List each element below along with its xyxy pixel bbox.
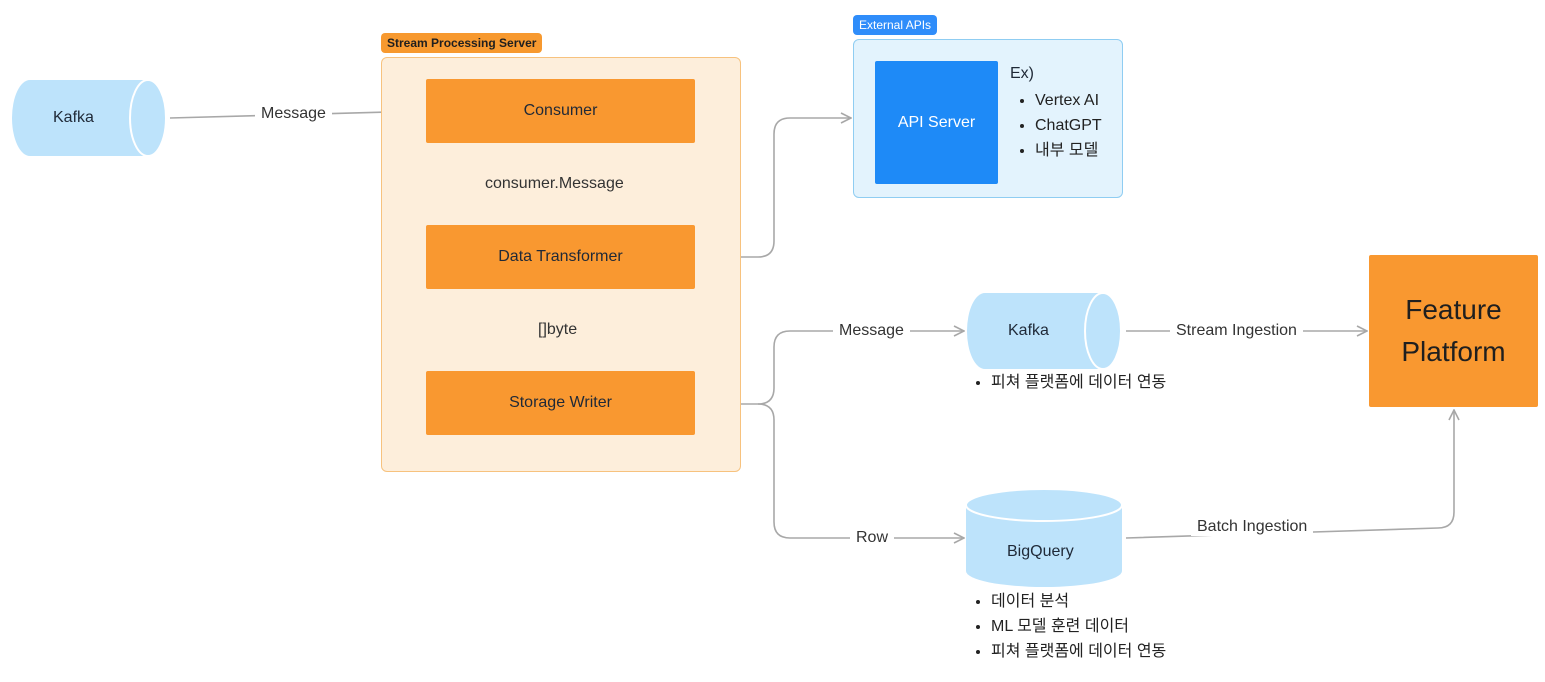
- data-transformer-label: Data Transformer: [498, 248, 623, 265]
- api-example-item: ChatGPT: [1035, 113, 1102, 138]
- bigquery-notes: 데이터 분석 ML 모델 훈련 데이터 피쳐 플랫폼에 데이터 연동: [971, 589, 1166, 664]
- api-example-item: Vertex AI: [1035, 88, 1102, 113]
- bigquery-note: 피쳐 플랫폼에 데이터 연동: [991, 639, 1166, 664]
- stream-server-tag: Stream Processing Server: [381, 33, 543, 53]
- edge-label-row: Row: [850, 529, 895, 547]
- data-transformer-box[interactable]: Data Transformer: [426, 225, 695, 289]
- consumer-box[interactable]: Consumer: [426, 79, 695, 143]
- edge-label-message-sink: Message: [833, 322, 910, 340]
- sink-kafka-notes: 피쳐 플랫폼에 데이터 연동: [971, 370, 1166, 395]
- api-examples-title: Ex): [1010, 65, 1034, 82]
- bigquery-note: ML 모델 훈련 데이터: [991, 614, 1166, 639]
- api-example-item: 내부 모델: [1035, 138, 1102, 163]
- consumer-label: Consumer: [523, 102, 598, 119]
- api-server-label: API Server: [897, 113, 976, 131]
- edge-bigquery-feature: [1125, 410, 1454, 539]
- edge-writer-kafka: [698, 331, 964, 405]
- edge-transformer-api: [699, 118, 851, 257]
- storage-writer-label: Storage Writer: [509, 394, 612, 411]
- edge-label-message-source: Message: [255, 105, 332, 123]
- sink-kafka-note: 피쳐 플랫폼에 데이터 연동: [991, 370, 1166, 395]
- feature-platform-line2: Platform: [1401, 336, 1506, 367]
- source-kafka-label: Kafka: [53, 109, 94, 126]
- api-server-box[interactable]: API Server: [875, 61, 998, 184]
- bigquery-note: 데이터 분석: [991, 589, 1166, 614]
- edge-label-consumer-message: consumer.Message: [481, 175, 628, 193]
- feature-platform-line1: Feature: [1405, 294, 1502, 325]
- edge-writer-bigquery: [757, 403, 964, 538]
- edge-label-byte: []byte: [534, 321, 582, 339]
- feature-platform-box[interactable]: Feature Platform: [1369, 255, 1538, 407]
- bigquery-cylinder: [965, 488, 1123, 587]
- sink-kafka-cylinder: [967, 292, 1122, 370]
- source-kafka-cylinder: [12, 79, 167, 157]
- bigquery-label: BigQuery: [1007, 543, 1074, 560]
- sink-kafka-label: Kafka: [1008, 322, 1049, 339]
- edge-label-batch-ingestion: Batch Ingestion: [1191, 518, 1314, 536]
- api-examples-list: Vertex AI ChatGPT 내부 모델: [1015, 88, 1102, 163]
- external-apis-tag: External APIs: [853, 15, 938, 35]
- edge-label-stream-ingestion: Stream Ingestion: [1170, 322, 1303, 340]
- storage-writer-box[interactable]: Storage Writer: [426, 371, 695, 435]
